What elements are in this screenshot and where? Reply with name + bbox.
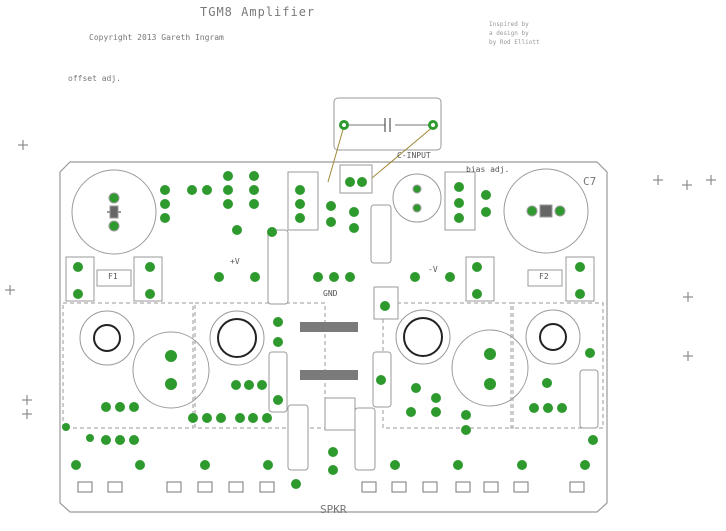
input-trace-2	[371, 125, 435, 179]
bias-adj-label: bias adj.	[466, 165, 510, 174]
fuse-f1-label: F1	[108, 272, 118, 281]
c11-box	[373, 286, 399, 320]
mounting-holes	[79, 309, 581, 366]
gnd-label: GND	[323, 289, 338, 298]
input-cap-outline	[333, 97, 442, 151]
credit-line-3: by Rod Elliott	[489, 39, 540, 46]
heatsink-right-inner	[382, 302, 514, 429]
cap-c7-left	[71, 169, 157, 255]
fuse-f2-label: F2	[539, 272, 549, 281]
spkr-label: SPKR	[320, 503, 347, 516]
resistor-r31	[354, 407, 376, 471]
fuse-holder-2	[465, 256, 495, 302]
pads	[62, 171, 598, 489]
resistor-r2	[370, 204, 392, 264]
plus-v-label: +V	[230, 257, 240, 266]
heatsink-left-inner	[194, 302, 326, 429]
input-trace-1	[327, 125, 345, 183]
transistor-q15	[300, 370, 358, 380]
board-outline	[59, 161, 608, 513]
resistor-r30	[287, 404, 309, 471]
heatsink-left-outer	[62, 302, 194, 429]
cap-c2	[392, 173, 442, 223]
heatsink-right-outer	[510, 302, 604, 429]
transistor-q12	[300, 322, 358, 332]
copyright-text: Copyright 2013 Gareth Ingram	[89, 33, 224, 42]
q14-box	[324, 397, 356, 431]
c8-label: C7	[583, 175, 597, 188]
cap-c8-right	[503, 168, 589, 254]
minus-v-label: -V	[428, 265, 438, 274]
fuse-holder-1	[65, 256, 95, 302]
cap-c5	[132, 331, 210, 409]
smd-pads	[77, 481, 585, 493]
credit-line-2: a design by	[489, 30, 529, 37]
resistor-r1	[267, 229, 289, 305]
offset-adj-label: offset adj.	[68, 74, 121, 83]
page-title: TGM8 Amplifier	[200, 5, 316, 19]
credit-line-1: Inspired by	[489, 21, 529, 28]
c-input-label: C-INPUT	[397, 151, 431, 160]
c-input-header	[339, 164, 373, 194]
resistor-r18	[268, 351, 288, 413]
alignment-marks	[5, 140, 716, 419]
cap-c13	[451, 329, 529, 407]
resistor-r15	[579, 369, 599, 429]
